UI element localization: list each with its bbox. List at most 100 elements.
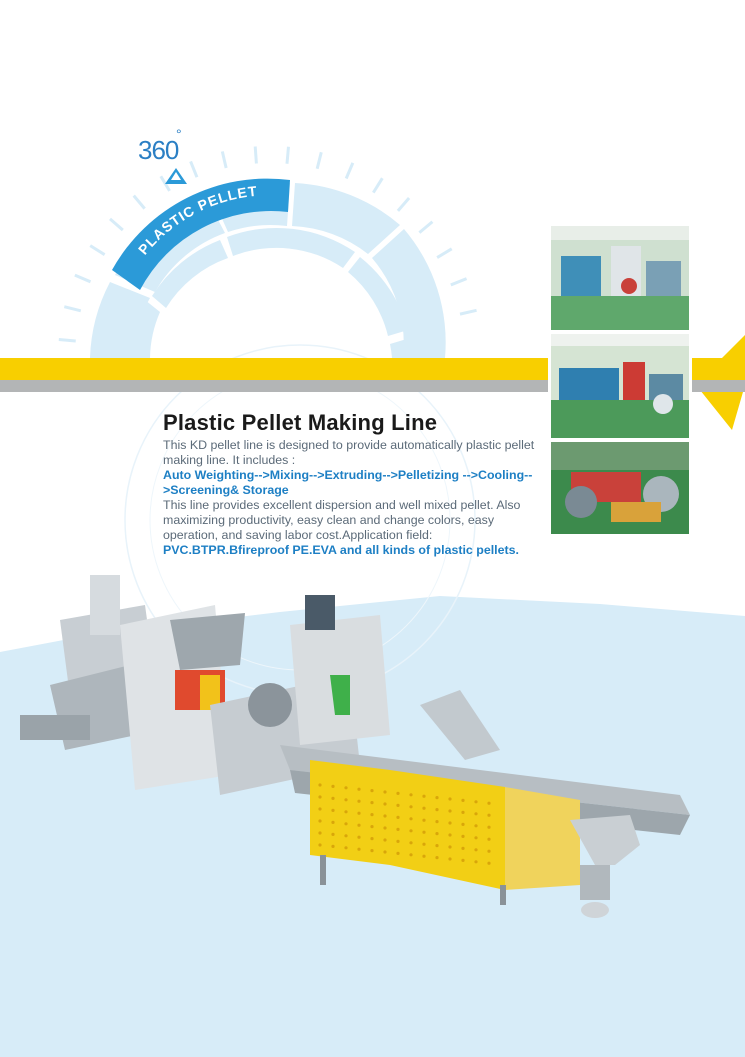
panel-perforation [487, 837, 491, 841]
panel-perforation [383, 802, 387, 806]
panel-perforation [448, 821, 452, 825]
panel-perforation [422, 854, 426, 858]
panel-perforation [344, 834, 348, 838]
panel-perforation [357, 787, 361, 791]
panel-perforation [331, 844, 335, 848]
dial-tick [285, 146, 290, 164]
panel-perforation [331, 832, 335, 836]
panel-perforation [487, 813, 491, 817]
panel-perforation [474, 836, 478, 840]
panel-perforation [487, 861, 491, 865]
panel-perforation [435, 832, 439, 836]
panel-perforation [461, 810, 465, 814]
panel-perforation [370, 789, 374, 793]
panel-perforation [409, 829, 413, 833]
panel-perforation [396, 851, 400, 855]
panel-perforation [396, 827, 400, 831]
panel-perforation [370, 813, 374, 817]
application-text: PVC.BTPR.Bfireproof PE.EVA and all kinds… [163, 543, 519, 557]
panel-perforation [383, 850, 387, 854]
intro-text: This KD pellet line is designed to provi… [163, 438, 535, 467]
panel-perforation [383, 790, 387, 794]
panel-perforation [357, 823, 361, 827]
dial-tick [436, 247, 453, 259]
dial-tick [89, 244, 106, 256]
dial-graphic: PLASTIC PELLET [58, 146, 477, 358]
panel-perforation [370, 825, 374, 829]
dial-number: 360 [138, 135, 179, 165]
panel-perforation [435, 820, 439, 824]
panel-perforation [370, 837, 374, 841]
panel-perforation [409, 853, 413, 857]
panel-perforation [344, 822, 348, 826]
panel-perforation [448, 845, 452, 849]
panel-perforation [344, 798, 348, 802]
production-line-photo [551, 334, 689, 438]
yellow-stripe [0, 358, 560, 380]
panel-perforation [344, 786, 348, 790]
panel-perforation [448, 809, 452, 813]
dial-tick [344, 162, 355, 180]
panel-perforation [422, 818, 426, 822]
panel-perforation [344, 810, 348, 814]
panel-perforation [435, 844, 439, 848]
panel-perforation [318, 843, 322, 847]
panel-perforation [461, 846, 465, 850]
panel-perforation [422, 806, 426, 810]
panel-perforation [357, 835, 361, 839]
panel-perforation [448, 857, 452, 861]
panel-perforation [396, 839, 400, 843]
panel-perforation [331, 820, 335, 824]
panel-perforation [487, 825, 491, 829]
panel-perforation [474, 860, 478, 864]
panel-perforation [487, 801, 491, 805]
dial-tick [396, 197, 411, 212]
machinery-closeup-photo [551, 442, 689, 534]
dial-tick [372, 177, 384, 194]
dial-tick [58, 338, 76, 343]
panel-perforation [357, 799, 361, 803]
panel-perforation [461, 798, 465, 802]
panel-perforation [318, 795, 322, 799]
panel-perforation [474, 800, 478, 804]
process-text: Auto Weighting-->Mixing-->Extruding-->Pe… [163, 468, 533, 497]
panel-perforation [331, 796, 335, 800]
dial-tick [189, 160, 199, 178]
panel-perforation [409, 793, 413, 797]
panel-perforation [461, 822, 465, 826]
dial-tick [315, 151, 323, 170]
panel-perforation [435, 796, 439, 800]
panel-perforation [461, 858, 465, 862]
panel-perforation [383, 826, 387, 830]
dial-tick [109, 217, 124, 232]
pellet-making-line-illustration [20, 575, 690, 918]
dial-tick [74, 273, 92, 284]
panel-perforation [422, 830, 426, 834]
panel-perforation [474, 848, 478, 852]
panel-perforation [370, 849, 374, 853]
panel-perforation [383, 838, 387, 842]
panel-perforation [422, 842, 426, 846]
panel-perforation [435, 808, 439, 812]
panel-perforation [357, 811, 361, 815]
panel-perforation [409, 805, 413, 809]
page-title: Plastic Pellet Making Line [163, 410, 438, 435]
description-block: This KD pellet line is designed to provi… [163, 438, 548, 558]
panel-perforation [383, 814, 387, 818]
panel-perforation [318, 783, 322, 787]
panel-perforation [487, 849, 491, 853]
panel-perforation [422, 794, 426, 798]
panel-perforation [474, 812, 478, 816]
dial-tick [253, 146, 258, 164]
factory-floor-photo [551, 226, 689, 330]
panel-perforation [318, 831, 322, 835]
panel-perforation [396, 803, 400, 807]
dial-tick [132, 194, 146, 210]
dial-tick [450, 277, 468, 287]
dial-tick [418, 220, 434, 234]
panel-perforation [370, 801, 374, 805]
panel-perforation [448, 833, 452, 837]
panel-perforation [344, 846, 348, 850]
panel-perforation [331, 784, 335, 788]
panel-perforation [396, 815, 400, 819]
